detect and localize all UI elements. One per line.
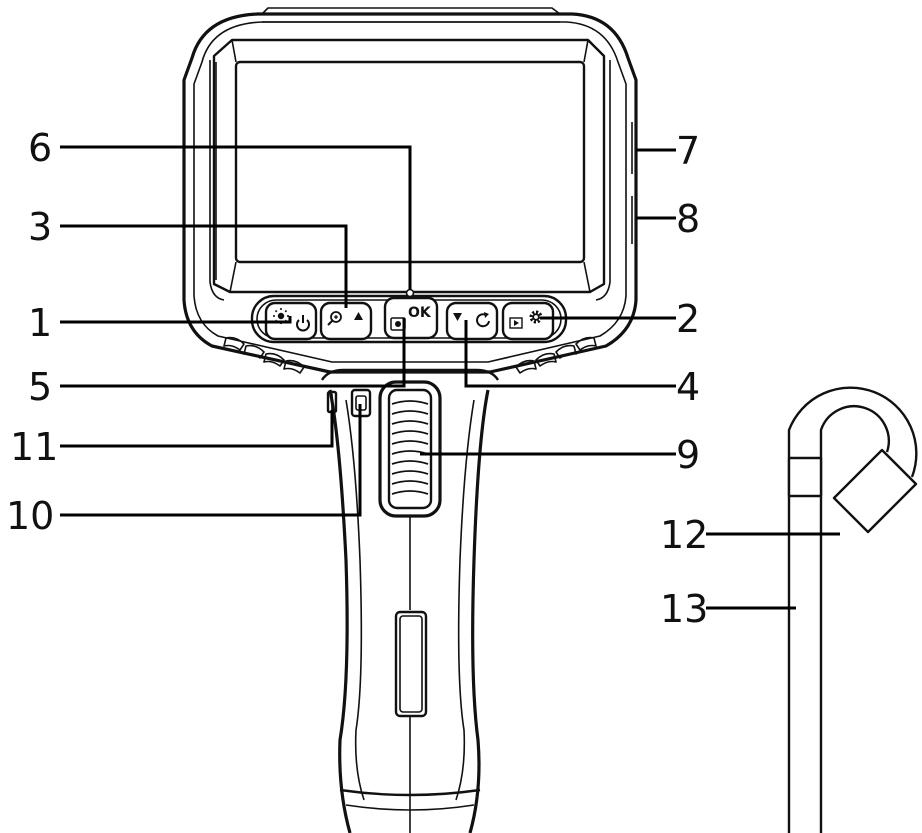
callout-4: 4 [676,365,700,409]
side-port-bottom [631,194,638,246]
down-rotate-button[interactable] [445,301,499,341]
callout-9: 9 [676,433,700,477]
callout-6: 6 [28,126,52,170]
zoom-up-button[interactable] [319,301,373,341]
callout-8: 8 [676,197,700,241]
ok-snapshot-button[interactable]: OK [383,296,439,340]
scroll-wheel[interactable] [378,380,442,518]
callout-1: 1 [28,301,52,345]
probe-tip [787,448,918,534]
callout-3: 3 [28,205,52,249]
callout-7: 7 [676,129,700,173]
callout-5: 5 [28,365,52,409]
side-port-top [631,120,638,176]
power-icon [296,315,310,332]
vent-ribs-right [515,336,597,374]
up-arrow-icon [354,312,363,320]
handle [320,368,500,833]
callout-10: 10 [6,494,54,538]
ok-label: OK [408,305,432,321]
callout-13: 13 [660,587,708,631]
callout-12: 12 [660,513,708,557]
probe-cable [787,386,918,833]
zoom-icon [327,311,342,326]
leader-lines [60,145,840,610]
callout-numbers: 1 2 3 4 5 6 7 8 9 10 11 12 13 [6,126,708,631]
rotate-icon [476,312,490,328]
playback-settings-button[interactable] [501,301,555,341]
vent-ribs-left [223,336,305,374]
callout-2: 2 [676,297,700,341]
playback-icon [509,317,523,329]
callout-11: 11 [10,425,58,469]
down-arrow-icon [453,313,462,321]
side-slot [326,390,338,414]
indicator-light [405,288,415,298]
